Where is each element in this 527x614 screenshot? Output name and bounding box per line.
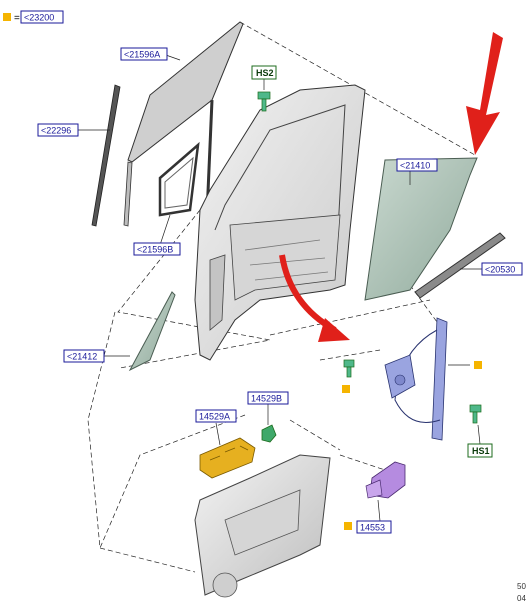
legend-equals: =	[14, 13, 20, 24]
legend-code: <23200	[24, 13, 54, 23]
door-trim-panel[interactable]	[194, 454, 331, 598]
callout-21410: <21410	[396, 158, 438, 172]
callout-22296-text: <22296	[41, 126, 71, 136]
callout-21596A-text: <21596A	[124, 50, 160, 60]
callout-21410-text: <21410	[400, 161, 430, 171]
motor-marker	[344, 522, 352, 530]
callout-hs1-text: HS1	[472, 446, 490, 456]
screw-hs2[interactable]	[257, 91, 271, 112]
quarter-glass-21412[interactable]	[128, 291, 176, 372]
callout-14553: 14553	[356, 520, 392, 534]
door-glass-21410[interactable]	[364, 157, 478, 301]
footer-code: 50 04	[517, 582, 526, 603]
callout-hs2-text: HS2	[256, 68, 274, 78]
door-shell[interactable]	[194, 84, 366, 361]
quarter-frame-21596B[interactable]	[158, 141, 200, 217]
regulator-marker	[474, 361, 482, 369]
legend-marker	[3, 13, 11, 21]
callout-21596B: <21596B	[133, 242, 181, 256]
callout-21596B-text: <21596B	[137, 245, 173, 255]
callout-22296: <22296	[37, 123, 79, 137]
callout-20530-text: <20530	[485, 265, 515, 275]
callout-14529B: 14529B	[247, 391, 289, 405]
dashed-leader-lines	[87, 21, 476, 573]
legend: = <23200	[3, 10, 64, 24]
callout-hs1: HS1	[467, 443, 493, 458]
belt-moulding-20530[interactable]	[414, 232, 506, 299]
callout-14529B-text: 14529B	[251, 394, 282, 404]
screw-hs1[interactable]	[469, 404, 482, 424]
callout-14529A: 14529A	[195, 409, 237, 423]
callout-21412-text: <21412	[67, 352, 97, 362]
callout-14529A-text: 14529A	[199, 412, 230, 422]
window-switch-14529B[interactable]	[261, 424, 277, 443]
label-leader-lines	[78, 53, 482, 522]
callout-21412: <21412	[63, 349, 105, 363]
window-switch-14529A[interactable]	[199, 437, 256, 479]
window-motor-14553[interactable]	[365, 461, 406, 499]
footer-line1: 50	[517, 582, 526, 591]
red-arrow-curved	[279, 254, 350, 342]
red-arrow-top	[466, 32, 503, 155]
callout-14553-text: 14553	[360, 523, 385, 533]
callout-21596A: <21596A	[120, 47, 168, 61]
regulator-bolt[interactable]	[342, 359, 355, 393]
footer-line2: 04	[517, 594, 526, 603]
callout-hs2: HS2	[251, 65, 277, 80]
seal-strip-22296[interactable]	[91, 84, 121, 227]
callout-20530: <20530	[481, 262, 523, 276]
window-regulator[interactable]	[384, 317, 448, 441]
